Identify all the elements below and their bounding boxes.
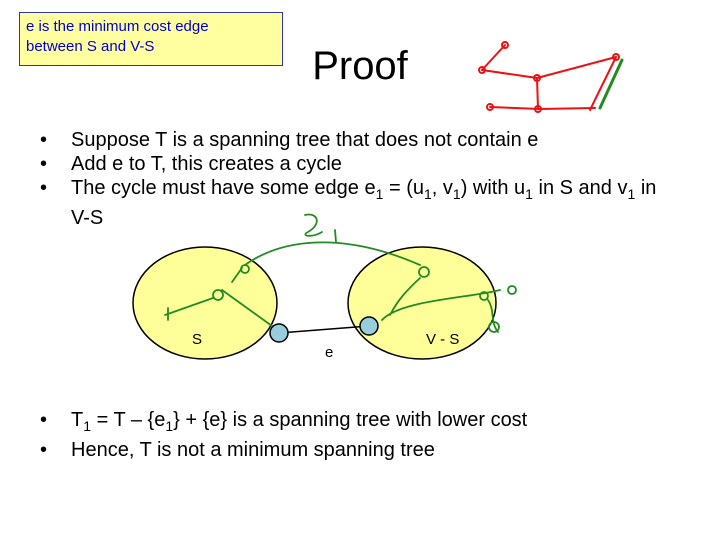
set-s-ellipse [132,246,278,360]
subscript: 1 [423,186,432,202]
red-sketch-stroke [481,69,538,79]
red-sketch-stroke [536,77,539,110]
subscript: 1 [452,186,461,202]
red-sketch-stroke [481,44,506,71]
red-sketch-node [612,53,620,61]
note-line-1: e is the minimum cost edge [26,18,209,35]
bullet-text: ) with u [460,177,526,199]
subscript: 1 [627,186,636,202]
green-stroke [334,229,337,243]
bullet-text: The cycle must have some edge e [71,177,376,199]
bullet-list-top: Suppose T is a spanning tree that does n… [40,128,680,230]
node-v [359,316,379,336]
subscript: 1 [83,418,92,434]
label-v-minus-s: V - S [426,331,459,348]
green-annotations [164,213,517,333]
bullet-text: T [71,409,84,431]
green-sketch-stroke [598,58,624,110]
bullet-text: Add e to T, this creates a cycle [71,153,342,175]
red-sketch-node [501,41,509,49]
green-stroke [221,289,273,327]
bullet-text: Hence, T is not a minimum spanning tree [71,439,435,461]
label-edge-e: e [325,344,333,361]
red-sketch-node [486,103,494,111]
red-sketch-node [478,66,486,74]
label-s: S [192,331,202,348]
note-box: e is the minimum cost edge between S and… [19,12,283,66]
node-u [269,323,289,343]
subscript: 1 [165,418,174,434]
red-sketch-stroke [589,56,617,111]
bullet-top-1: Suppose T is a spanning tree that does n… [40,128,680,152]
bullet-text: Suppose T is a spanning tree that does n… [71,129,539,151]
edge-e-line [278,325,370,334]
green-stroke [487,299,499,333]
red-sketch-node [534,105,542,113]
green-node [240,264,250,274]
bullet-bottom-1: T1 = T – {e1} + {e} is a spanning tree w… [40,408,680,438]
bullet-text: in V-S [71,177,657,229]
note-line-2: between S and V-S [26,38,155,55]
bullet-top-3: The cycle must have some edge e1 = (u1, … [40,176,680,230]
bullet-text: in S and v [532,177,628,199]
green-stroke [164,297,214,316]
bullet-bottom-2: Hence, T is not a minimum spanning tree [40,438,680,462]
bullet-text: = T – {e [91,409,166,431]
bullet-top-2: Add e to T, this creates a cycle [40,152,680,176]
bullet-text: , v [431,177,453,199]
slide-title: Proof [312,44,408,88]
cycle-edge-e1 [244,241,421,266]
subscript: 1 [525,186,533,202]
red-sketch [478,41,620,113]
bullet-text: } + {e} is a spanning tree with lower co… [173,409,528,431]
green-node [507,285,517,295]
bullet-list-bottom: T1 = T – {e1} + {e} is a spanning tree w… [40,408,680,462]
bullet-text: = (u [383,177,424,199]
green-stroke [304,213,323,237]
green-node [212,289,224,301]
red-sketch-node [533,74,541,82]
red-sketch-stroke [536,56,617,79]
green-stroke [389,277,421,316]
green-node [418,266,430,278]
subscript: 1 [375,186,384,202]
green-node [488,321,500,333]
red-sketch-stroke [489,106,596,111]
green-node [479,291,489,301]
